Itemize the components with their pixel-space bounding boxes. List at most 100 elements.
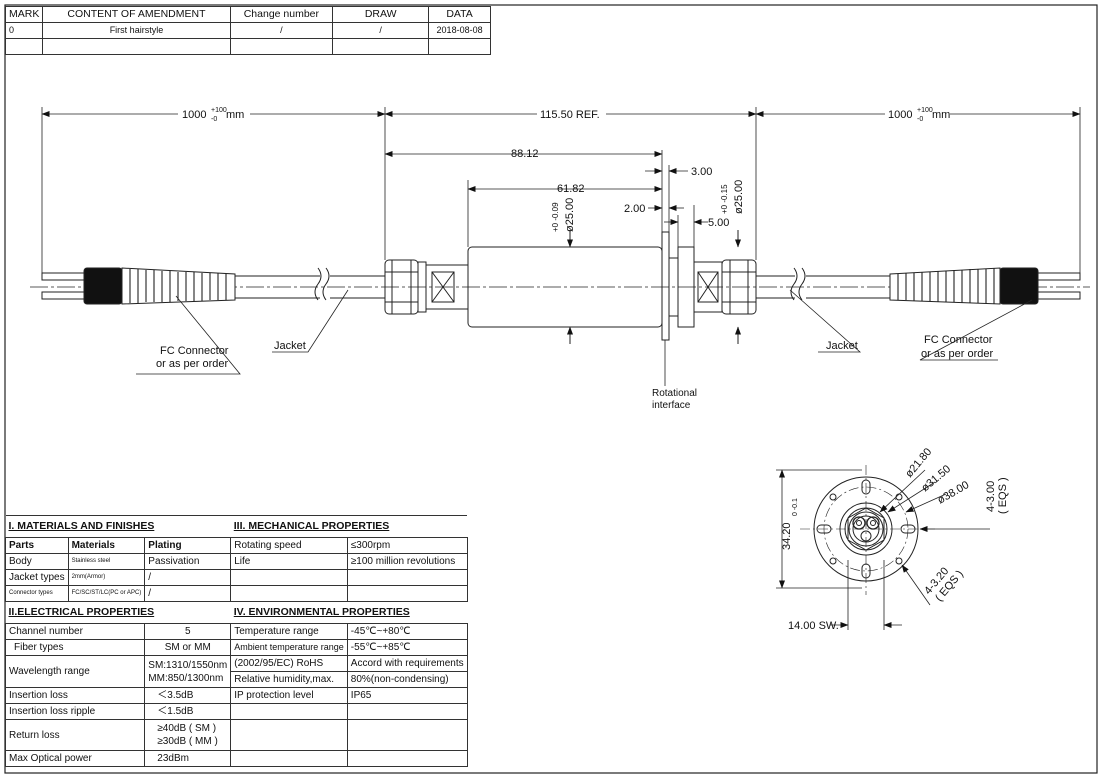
right-gland-nut — [721, 259, 757, 315]
cell-mark: 0 — [4, 22, 44, 39]
elec-value: SM or MM — [144, 639, 232, 656]
mech-label — [230, 585, 348, 602]
env-value: 80%(non-condensing) — [346, 671, 468, 688]
cell-draw: / — [332, 22, 430, 39]
dim-dia-21: ø21.80 — [903, 446, 934, 480]
env-label: (2002/95/EC) RoHS — [230, 655, 348, 672]
header-data: DATA — [428, 6, 491, 23]
elec-value: ＜1.5dB — [144, 703, 232, 720]
dim-5: 5.00 — [708, 217, 729, 229]
elec-label: Fiber types — [4, 639, 146, 656]
elec-label: Return loss — [4, 719, 146, 751]
elec-value: ＜3.5dB — [144, 687, 232, 704]
mechanical-title: III. MECHANICAL PROPERTIES — [230, 515, 468, 538]
amendment-header-row: MARK CONTENT OF AMENDMENT Change number … — [4, 6, 491, 23]
header-draw: DRAW — [332, 6, 430, 23]
mech-label: Rotating speed — [230, 537, 348, 554]
dim-holes-3: 4-3.00 — [985, 481, 997, 512]
dim-cable-left-tol: +100 — [211, 107, 227, 114]
cell-content: First hairstyle — [42, 22, 231, 39]
svg-text:0 -0.1: 0 -0.1 — [792, 498, 799, 516]
dim-dia-body: ø25.00 — [564, 198, 576, 232]
materials-title: I. MATERIALS AND FINISHES — [5, 515, 231, 538]
dim-across-flats: 14.00 SW. — [788, 620, 839, 632]
header-mark: MARK — [4, 6, 44, 23]
svg-text:or as per order: or as per order — [921, 348, 993, 360]
end-view — [800, 465, 935, 595]
cell-date: 2018-08-08 — [428, 22, 491, 39]
dimension-lines — [41, 107, 1081, 386]
break-mark-right — [790, 267, 798, 301]
mech-label — [230, 569, 348, 586]
header-content: CONTENT OF AMENDMENT — [42, 6, 231, 23]
elec-value: SM:1310/1550nm MM:850/1300nm — [144, 655, 232, 688]
amendment-row-empty — [4, 38, 491, 55]
spec-table: I. MATERIALS AND FINISHES III. MECHANICA… — [4, 515, 468, 767]
side-view — [30, 230, 1090, 344]
mech-value: ≤300rpm — [346, 537, 468, 554]
env-label: Ambient temperature range — [230, 639, 348, 656]
elec-label: Insertion loss ripple — [4, 703, 146, 720]
mech-value — [346, 569, 468, 586]
label-rotational: Rotational — [652, 388, 697, 399]
elec-value: ≥40dB ( SM ) ≥30dB ( MM ) — [144, 719, 232, 751]
mech-label: Life — [230, 553, 348, 570]
dim-dia-38: ø38.00 — [936, 479, 972, 507]
env-label: IP protection level — [230, 687, 348, 704]
svg-text:-0: -0 — [917, 116, 923, 123]
end-view-dims — [776, 469, 990, 630]
env-value: -45℃~+80℃ — [346, 623, 468, 640]
dim-dia-rotor: ø25.00 — [733, 180, 745, 214]
label-fc-left: FC Connector — [160, 345, 229, 357]
amendment-table: MARK CONTENT OF AMENDMENT Change number … — [4, 6, 491, 55]
svg-text:mm: mm — [226, 109, 244, 121]
label-jacket-left: Jacket — [274, 340, 306, 352]
dim-3: 3.00 — [691, 166, 712, 178]
env-value: IP65 — [346, 687, 468, 704]
mat-part: Body — [5, 553, 69, 570]
dim-height: 34.20 — [781, 522, 793, 550]
mech-value — [346, 585, 468, 602]
dim-cable-right: 1000 — [888, 109, 912, 121]
dim-overall: 115.50 REF. — [540, 109, 600, 121]
svg-text:or as per order: or as per order — [156, 358, 228, 370]
env-label: Relative humidity,max. — [230, 671, 348, 688]
mat-plating: / — [144, 585, 232, 602]
mat-part: Connector types — [5, 585, 69, 602]
header-change-number: Change number — [229, 6, 334, 23]
dim-61: 61.82 — [557, 183, 585, 195]
mat-header-parts: Parts — [5, 537, 69, 554]
mat-material: Stainless steel — [67, 553, 146, 570]
dim-cable-left: 1000 — [182, 109, 206, 121]
fc-connector-left — [83, 267, 123, 305]
env-value: -55℃~+85℃ — [346, 639, 468, 656]
svg-text:( EQS ): ( EQS ) — [997, 477, 1009, 514]
elec-label: Insertion loss — [4, 687, 146, 704]
label-fc-right: FC Connector — [924, 334, 993, 346]
svg-text:+0 -0.15: +0 -0.15 — [720, 184, 729, 214]
environmental-title: IV. ENVIRONMENTAL PROPERTIES — [230, 601, 468, 624]
amendment-row: 0 First hairstyle / / 2018-08-08 — [4, 22, 491, 39]
mech-value: ≥100 million revolutions — [346, 553, 468, 570]
electrical-title: II.ELECTRICAL PROPERTIES — [5, 601, 231, 624]
elec-label: Channel number — [4, 623, 146, 640]
svg-text:+100: +100 — [917, 107, 933, 114]
elec-label: Max Optical power — [4, 750, 146, 767]
svg-text:mm: mm — [932, 109, 950, 121]
cell-change-number: / — [229, 22, 334, 39]
mat-plating: / — [144, 569, 232, 586]
mat-part: Jacket types — [5, 569, 69, 586]
mat-material: FC/SC/ST/LC(PC or APC) — [67, 585, 146, 602]
env-value: Accord with requirements — [346, 655, 468, 672]
dim-88: 88.12 — [511, 148, 539, 160]
label-jacket-right: Jacket — [826, 340, 858, 352]
elec-value: 23dBm — [144, 750, 232, 767]
break-mark-left — [314, 267, 322, 301]
svg-text:interface: interface — [652, 400, 691, 411]
mat-material: 2mm(Armor) — [67, 569, 146, 586]
mat-header-plating: Plating — [144, 537, 232, 554]
dim-2: 2.00 — [624, 203, 645, 215]
svg-text:+0 -0.09: +0 -0.09 — [551, 202, 560, 232]
